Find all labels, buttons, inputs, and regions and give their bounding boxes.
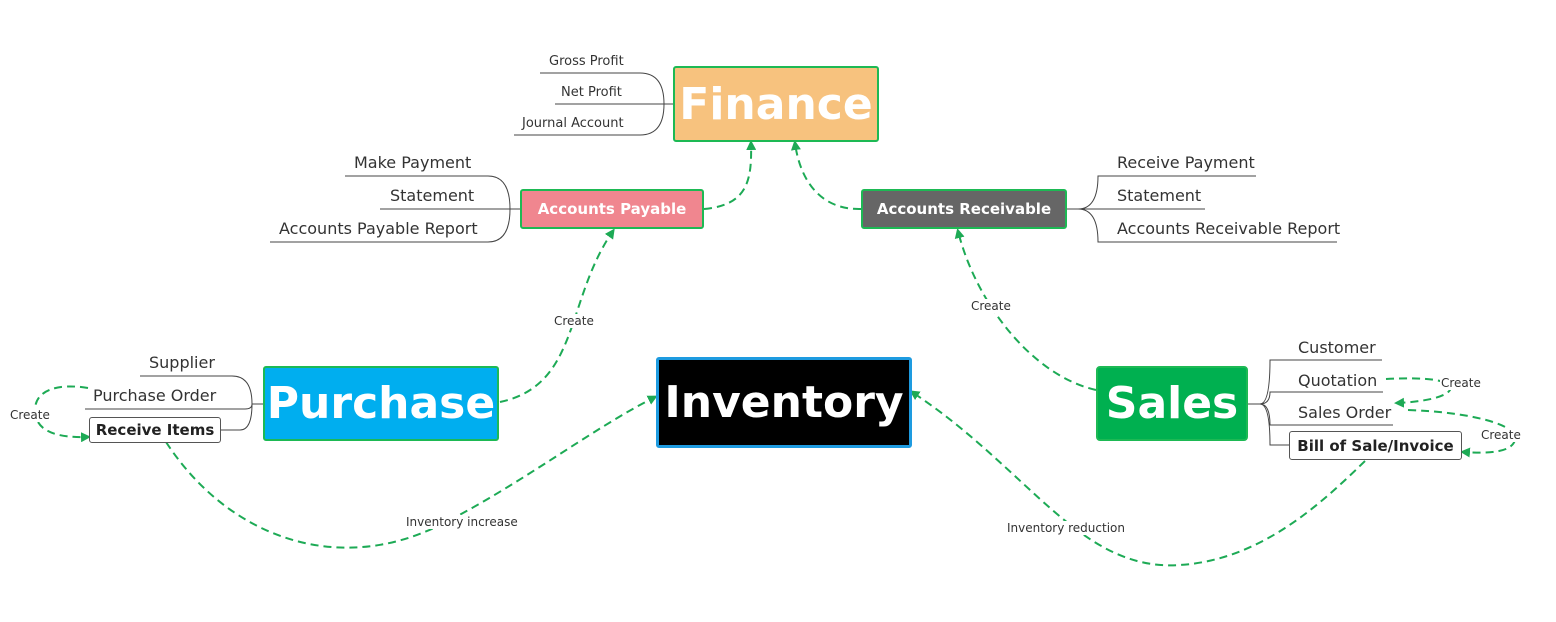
salesorder-to-bill-arrow — [1407, 409, 1517, 458]
purchase-branches — [85, 375, 263, 431]
salesorder-create-label: Create — [1480, 428, 1522, 442]
net-profit-label: Net Profit — [561, 85, 622, 100]
accounts-receivable-report-label: Accounts Receivable Report — [1117, 219, 1341, 238]
receivable-statement-label: Statement — [1117, 186, 1202, 205]
sales-order-label: Sales Order — [1298, 403, 1392, 422]
sales-branches — [1248, 359, 1393, 446]
purchase-create-label: Create — [553, 314, 595, 328]
supplier-label: Supplier — [149, 353, 215, 372]
accounts-payable-report-label: Accounts Payable Report — [279, 219, 478, 238]
accounts-payable-node[interactable]: Accounts Payable — [520, 189, 704, 229]
finance-node[interactable]: Finance — [673, 66, 879, 142]
bill-of-sale-invoice-box[interactable]: Bill of Sale/Invoice — [1289, 431, 1462, 460]
payable-to-finance-arrow — [703, 140, 757, 210]
payable-branches — [270, 175, 520, 243]
sales-node[interactable]: Sales — [1096, 366, 1248, 441]
receive-payment-label: Receive Payment — [1117, 153, 1255, 172]
relation-connectors — [33, 140, 1517, 567]
quotation-create-label: Create — [1440, 376, 1482, 390]
make-payment-label: Make Payment — [354, 153, 472, 172]
finance-branches — [514, 72, 673, 136]
bill-to-inventory-arrow — [909, 390, 1366, 567]
accounts-receivable-node[interactable]: Accounts Receivable — [861, 189, 1067, 229]
inventory-reduction-label: Inventory reduction — [1006, 521, 1126, 535]
receive-items-create-label: Create — [9, 408, 51, 422]
receivable-to-finance-arrow — [790, 140, 862, 211]
sales-to-receivable-arrow — [954, 228, 1097, 391]
purchase-order-label: Purchase Order — [93, 386, 217, 405]
customer-label: Customer — [1298, 338, 1376, 357]
inventory-increase-label: Inventory increase — [405, 515, 519, 529]
purchase-node[interactable]: Purchase — [263, 366, 499, 441]
journal-account-label: Journal Account — [522, 116, 624, 131]
receive-items-box[interactable]: Receive Items — [89, 417, 221, 443]
payable-statement-label: Statement — [390, 186, 475, 205]
purchase-to-payable-arrow — [499, 228, 615, 403]
receivable-create-label: Create — [970, 299, 1012, 313]
quotation-label: Quotation — [1298, 371, 1378, 390]
receivable-branches — [1066, 175, 1337, 243]
gross-profit-label: Gross Profit — [549, 54, 624, 69]
inventory-node[interactable]: Inventory — [656, 357, 912, 448]
